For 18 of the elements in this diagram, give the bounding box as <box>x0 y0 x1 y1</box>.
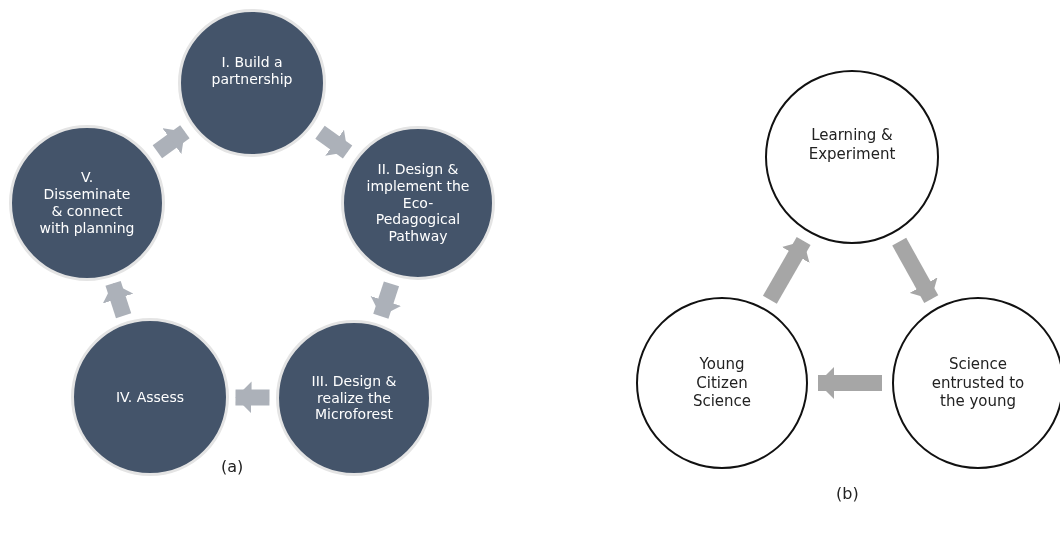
block-arrow <box>762 237 811 304</box>
block-arrow <box>235 381 270 414</box>
node-label: Science entrusted to the young <box>930 354 1026 412</box>
block-arrow <box>102 280 134 319</box>
node-label: Learning & Experiment <box>807 126 897 164</box>
node-label: III. Design & realize the Microforest <box>310 372 398 424</box>
node-label: V. Disseminate & connect with planning <box>38 169 136 237</box>
panel-label: (b) <box>836 484 859 503</box>
node-label: Young Citizen Science <box>691 354 753 412</box>
block-arrow <box>152 125 190 159</box>
panel-label: (a) <box>221 457 244 476</box>
block-arrow <box>892 237 939 304</box>
block-arrow <box>818 367 882 399</box>
node-label: IV. Assess <box>115 388 185 406</box>
node-label: II. Design & implement the Eco-Pedagogical Pathway <box>366 161 470 245</box>
block-arrow <box>315 125 353 159</box>
block-arrow <box>370 281 402 319</box>
node-label: I. Build a partnership <box>210 54 294 88</box>
